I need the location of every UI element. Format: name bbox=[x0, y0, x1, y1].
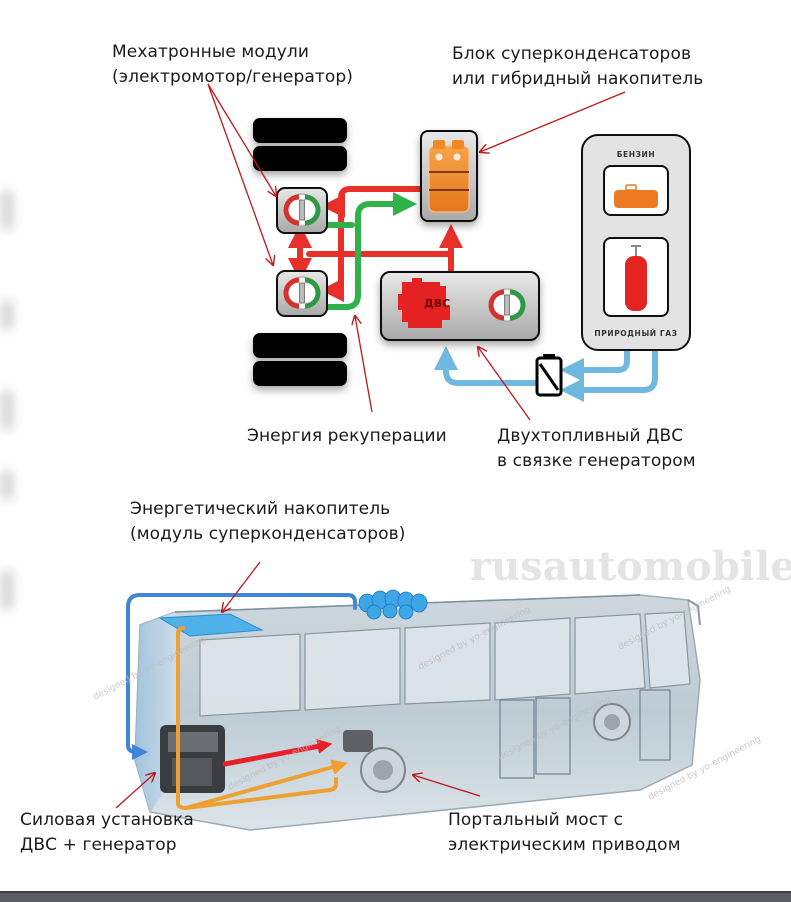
engine-generator-block bbox=[380, 271, 540, 341]
recuperation-flow-lines bbox=[324, 192, 417, 310]
petrol-label: БЕНЗИН bbox=[617, 150, 656, 159]
engine-unit bbox=[160, 725, 225, 793]
label-line: Энергия рекуперации bbox=[247, 426, 447, 446]
fuel-flow-lines bbox=[434, 346, 658, 402]
rear-wheel bbox=[593, 703, 631, 741]
label-line: Портальный мост с bbox=[448, 810, 624, 830]
label-line: Силовая установка bbox=[20, 810, 194, 830]
left-edge-artifact bbox=[0, 190, 14, 230]
hybrid-system-diagram: ДВС БЕНЗИН ПРИРОДНЫЙ ГАЗ bbox=[207, 83, 691, 421]
fuel-storage-block bbox=[581, 134, 691, 351]
natural-gas-label: ПРИРОДНЫЙ ГАЗ bbox=[594, 329, 677, 338]
callout-arrows bbox=[207, 83, 626, 421]
recuperation-label: Энергия рекуперации bbox=[247, 424, 447, 449]
label-line: электрическим приводом bbox=[448, 835, 681, 855]
supercapacitor-label: Блок суперконденсаторов или гибридный на… bbox=[452, 42, 703, 92]
label-line: (модуль суперконденсаторов) bbox=[130, 524, 406, 544]
bus-body bbox=[134, 594, 701, 831]
mechatronic-modules-label: Мехатронные модули (электромотор/генерат… bbox=[112, 40, 353, 90]
label-line: Мехатронные модули bbox=[112, 42, 309, 62]
supercapacitor-block bbox=[420, 130, 478, 222]
portal-axle-unit bbox=[343, 730, 406, 793]
mechatronic-module-front bbox=[276, 187, 328, 234]
left-edge-artifact bbox=[0, 570, 14, 610]
bus-callout-arrows bbox=[115, 561, 481, 809]
left-edge-artifact bbox=[0, 300, 14, 330]
left-edge-artifact bbox=[0, 390, 14, 430]
site-watermark: rusautomobile.ru bbox=[470, 543, 791, 590]
portal-axle-label: Портальный мост с электрическим приводом bbox=[448, 808, 681, 858]
power-unit-label: Силовая установка ДВС + генератор bbox=[20, 808, 194, 858]
engine-label: ДВС bbox=[424, 297, 450, 310]
rear-wheel-icon bbox=[253, 333, 347, 386]
label-line: ДВС + генератор bbox=[20, 835, 177, 855]
bus-flow-arrows bbox=[126, 593, 357, 810]
electric-flow-lines bbox=[288, 186, 463, 302]
label-line: Энергетический накопитель bbox=[130, 499, 391, 519]
dual-fuel-engine-label: Двухтопливный ДВС в связке генератором bbox=[497, 424, 696, 474]
label-line: Двухтопливный ДВС bbox=[497, 426, 684, 446]
label-line: Блок суперконденсаторов bbox=[452, 44, 692, 64]
fuel-switch-icon bbox=[535, 354, 563, 397]
energy-storage-label: Энергетический накопитель (модуль суперк… bbox=[130, 497, 405, 547]
label-line: в связке генератором bbox=[497, 451, 696, 471]
front-wheel-icon bbox=[253, 118, 347, 171]
label-line: или гибридный накопитель bbox=[452, 69, 704, 89]
mechatronic-module-rear bbox=[276, 270, 328, 317]
roof-gas-cylinders bbox=[358, 589, 428, 620]
taskbar-strip bbox=[0, 891, 791, 902]
generator-icon bbox=[488, 288, 526, 322]
label-line: (электромотор/генератор) bbox=[112, 67, 353, 87]
left-edge-artifact bbox=[0, 470, 14, 500]
